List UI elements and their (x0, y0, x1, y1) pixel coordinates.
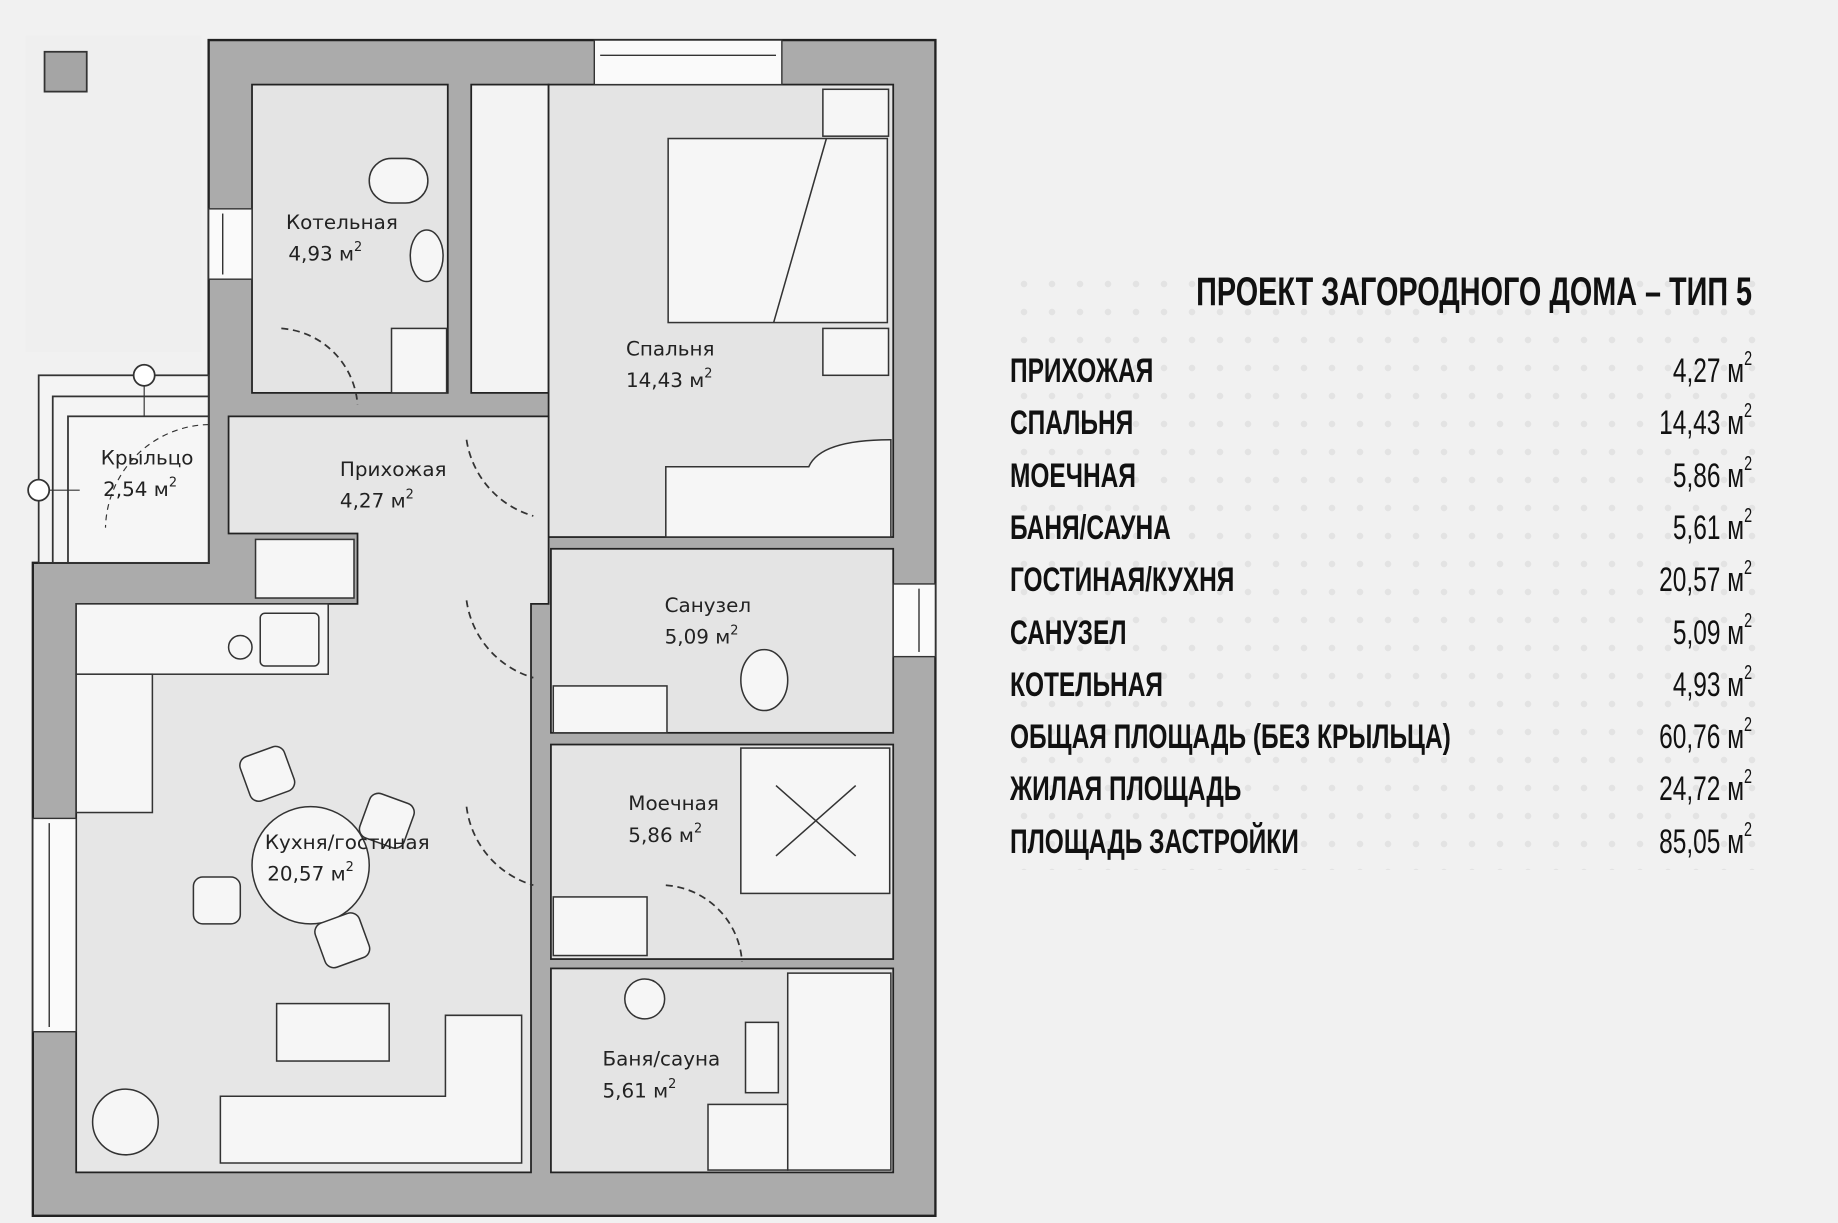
entry-marker-icon (132, 363, 156, 387)
project-title: ПРОЕКТ ЗАГОРОДНОГО ДОМА – ТИП 5 (1196, 270, 1752, 314)
unit-power: 2 (704, 367, 712, 382)
summary-label: ПРИХОЖАЯ (1010, 352, 1154, 390)
unit-power: 2 (406, 487, 414, 502)
chair (239, 745, 296, 803)
bed (667, 137, 889, 324)
summary-label: ПЛОЩАДЬ ЗАСТРОЙКИ (1010, 822, 1299, 861)
summary-label: ЖИЛАЯ ПЛОЩАДЬ (1010, 770, 1242, 809)
wardrobe (470, 83, 550, 394)
summary-row: СПАЛЬНЯ 14,43 м2 (1010, 400, 1752, 452)
chimney-block (43, 50, 88, 93)
room-name: Спальня (626, 337, 715, 360)
boiler-unit (390, 327, 448, 394)
summary-value: 5,61 м2 (1672, 504, 1752, 547)
summary-row: КОТЕЛЬНАЯ 4,93 м2 (1010, 661, 1752, 714)
sauna-bench (707, 1103, 789, 1171)
unit-power: 2 (730, 623, 738, 638)
nightstand (822, 88, 890, 137)
summary-value: 20,57 м2 (1659, 557, 1752, 600)
coffee-table (275, 1002, 390, 1062)
summary-row: ПРИХОЖАЯ 4,27 м2 (1010, 348, 1752, 400)
stove-burner (227, 634, 253, 660)
kitchen-side-counter (75, 673, 154, 814)
sauna-bench (786, 972, 892, 1171)
unit-power: 2 (354, 240, 362, 255)
kitchen-sink (259, 612, 320, 667)
doors (281, 327, 743, 962)
summary-label: КОТЕЛЬНАЯ (1010, 665, 1163, 704)
summary-label: ГОСТИНАЯ/КУХНЯ (1010, 561, 1235, 600)
nightstand (822, 327, 890, 377)
room-area: 4,27 м2 (340, 487, 414, 512)
summary-value: 14,43 м2 (1659, 400, 1752, 443)
porch (27, 363, 210, 564)
sofa (219, 1014, 523, 1164)
summary-value: 5,86 м2 (1672, 452, 1752, 495)
chair (192, 876, 242, 925)
window (892, 583, 937, 658)
room-name: Прихожая (340, 458, 447, 481)
room-name: Крыльцо (101, 446, 194, 469)
toilet (368, 157, 429, 204)
room-area: 20,57 м2 (267, 860, 354, 885)
room-area: 5,61 м2 (603, 1077, 677, 1102)
bathroom-vanity (552, 685, 668, 734)
summary-row: МОЕЧНАЯ 5,86 м2 (1010, 452, 1752, 505)
room-name: Котельная (286, 211, 398, 234)
room-area: 5,09 м2 (665, 623, 739, 648)
summary-value: 60,76 м2 (1659, 714, 1752, 757)
room-name: Санузел (665, 594, 751, 617)
summary-row: САНУЗЕЛ 5,09 м2 (1010, 609, 1752, 662)
room-area: 14,43 м2 (626, 367, 713, 392)
summary-value: 24,72 м2 (1659, 766, 1752, 809)
unit-power: 2 (346, 860, 354, 875)
summary-row: БАНЯ/САУНА 5,61 м2 (1010, 504, 1752, 557)
plant (91, 1088, 160, 1156)
sauna-stove (624, 978, 666, 1020)
summary-value: 4,93 м2 (1672, 661, 1752, 704)
summary-label: СПАЛЬНЯ (1010, 404, 1134, 443)
entry-marker-icon (27, 478, 51, 502)
window (593, 39, 783, 86)
room-area: 2,54 м2 (103, 476, 177, 501)
summary-row: ЖИЛАЯ ПЛОЩАДЬ 24,72 м2 (1010, 766, 1752, 818)
room-area: 5,86 м2 (628, 821, 702, 846)
room-labels: Котельная 4,93 м2 Спальня 14,43 м2 Крыль… (101, 211, 751, 1103)
unit-power: 2 (169, 476, 177, 491)
window (207, 208, 253, 280)
room-name: Кухня/гостиная (265, 831, 430, 854)
room-name: Моечная (628, 792, 719, 815)
summary-row: ОБЩАЯ ПЛОЩАДЬ (БЕЗ КРЫЛЬЦА) 60,76 м2 (1010, 714, 1752, 766)
summary-row: ГОСТИНАЯ/КУХНЯ 20,57 м2 (1010, 557, 1752, 609)
dining-table (251, 805, 371, 925)
furniture (75, 88, 892, 1171)
summary-value: 4,27 м2 (1672, 348, 1752, 390)
toilet (740, 648, 789, 712)
room-area: 4,93 м2 (288, 240, 362, 265)
summary-label: САНУЗЕЛ (1010, 613, 1127, 652)
sink (409, 229, 444, 283)
summary-label: МОЕЧНАЯ (1010, 456, 1136, 495)
window (32, 817, 77, 1033)
summary-value: 85,05 м2 (1659, 818, 1752, 861)
windows (32, 39, 937, 1033)
summary-row: ПЛОЩАДЬ ЗАСТРОЙКИ 85,05 м2 (1010, 818, 1752, 871)
sauna-step (744, 1021, 780, 1094)
chair (314, 912, 371, 969)
dot-pattern (1010, 270, 1760, 870)
summary-value: 5,09 м2 (1672, 609, 1752, 652)
unit-power: 2 (694, 821, 702, 836)
wardrobe-cabinet (254, 538, 355, 599)
unit-power: 2 (668, 1077, 676, 1092)
washroom-cabinet (552, 896, 648, 957)
desk (665, 439, 892, 538)
summary-label: БАНЯ/САУНА (1010, 508, 1171, 547)
summary-label: ОБЩАЯ ПЛОЩАДЬ (БЕЗ КРЫЛЬЦА) (1010, 718, 1451, 757)
site-area (25, 35, 202, 352)
chair (358, 792, 415, 849)
room-name: Баня/сауна (603, 1048, 721, 1071)
